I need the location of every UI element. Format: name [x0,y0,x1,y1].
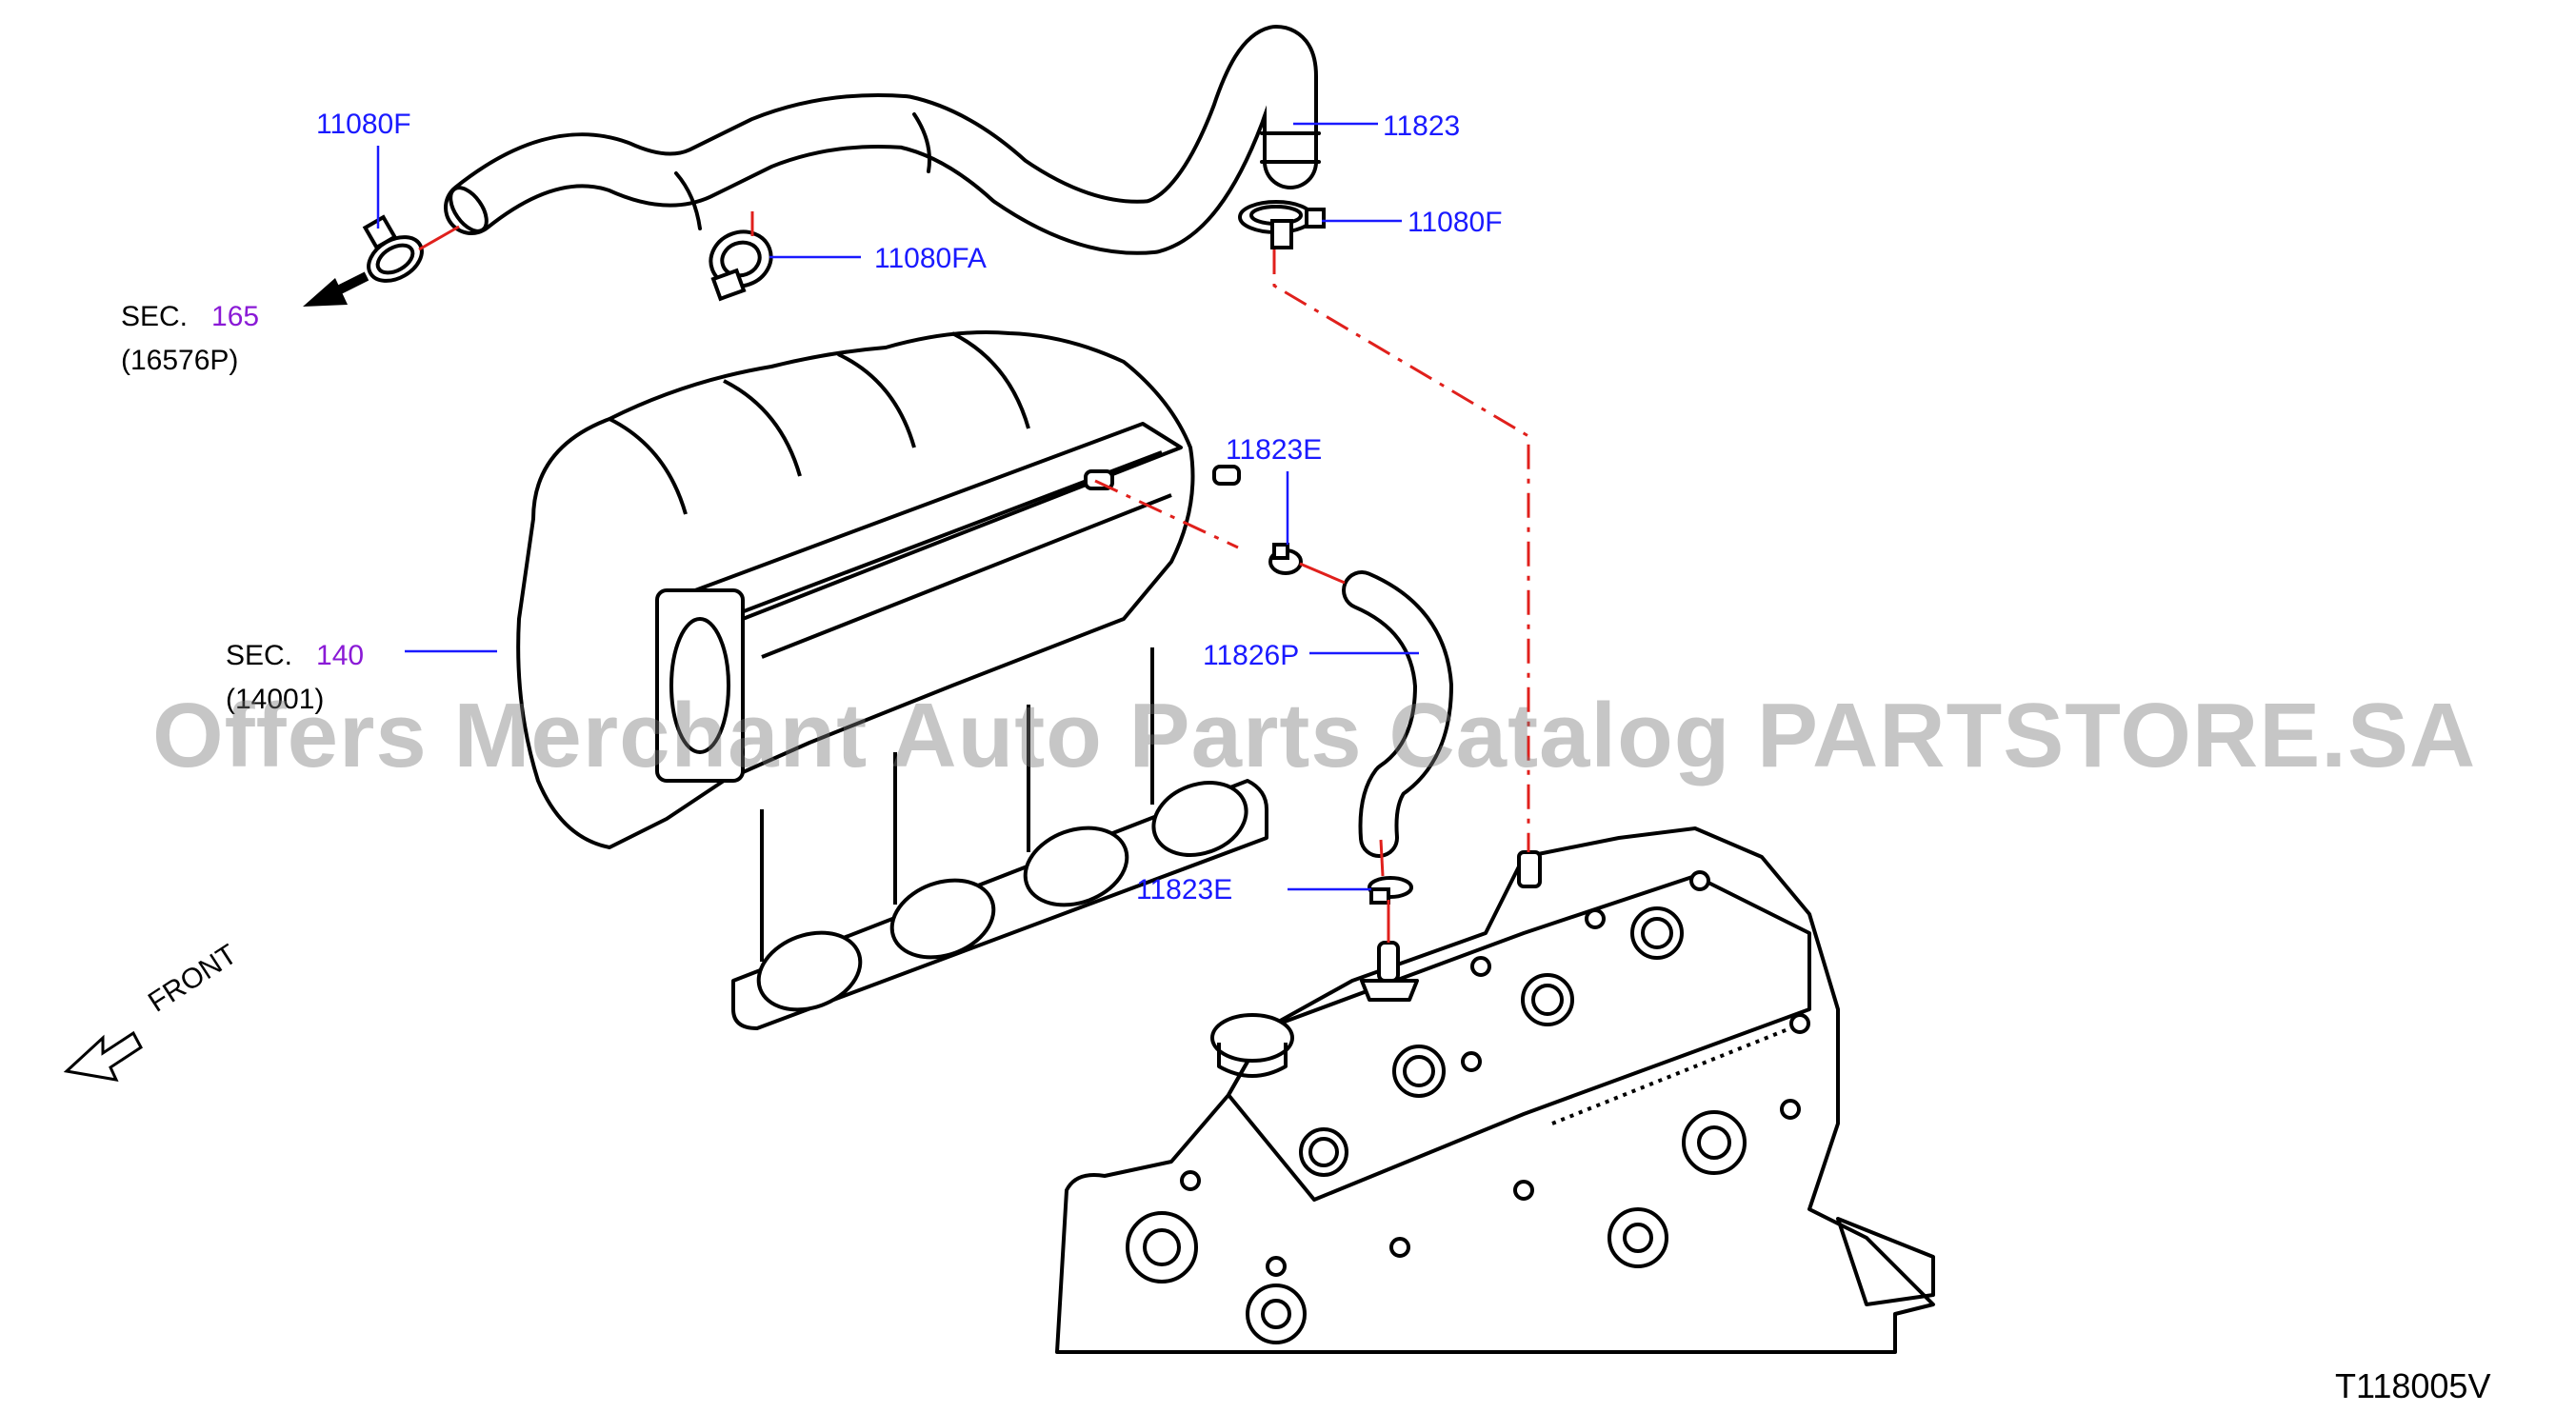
cylinder-head [1055,826,1935,1354]
label-11823e-lower[interactable]: 11823E [1136,874,1233,906]
sec165-label[interactable]: SEC. 165 [121,303,259,331]
intake-manifold [516,330,1268,1030]
label-11080f-left[interactable]: 11080F [316,109,411,140]
sec140-prefix: SEC. [226,640,293,671]
label-11080fa[interactable]: 11080FA [874,243,987,274]
clamp-11823e-upper [1268,543,1303,575]
centerlines [418,211,1530,943]
sec165-prefix: SEC. [121,301,189,332]
label-11826p[interactable]: 11826P [1203,640,1300,671]
clamp-11823e-lower [1368,876,1413,905]
leader-lines [376,122,1419,891]
sec140-ref: (14001) [226,684,325,715]
sec165-number[interactable]: 165 [211,301,260,332]
hose-11823 [444,25,1321,255]
label-11823[interactable]: 11823 [1383,110,1461,142]
arrow-to-sec165 [303,271,369,307]
label-11823e-upper[interactable]: 11823E [1226,434,1323,466]
sec165-ref: (16576P) [121,345,239,376]
sec140-number[interactable]: 140 [316,640,365,671]
sec140-label[interactable]: SEC. 140 [226,642,364,670]
front-arrow-icon [63,1030,143,1082]
watermark: Offers Merchant Auto Parts Catalog PARTS… [152,685,2477,786]
label-11080f-right[interactable]: 11080F [1408,207,1503,238]
clamp-11080f-left [362,214,424,283]
clamp-11080f-right [1238,200,1326,249]
clamp-11080fa [709,229,773,302]
diagram-code: T118005V [2335,1366,2491,1405]
hose-11826p [1342,570,1453,858]
